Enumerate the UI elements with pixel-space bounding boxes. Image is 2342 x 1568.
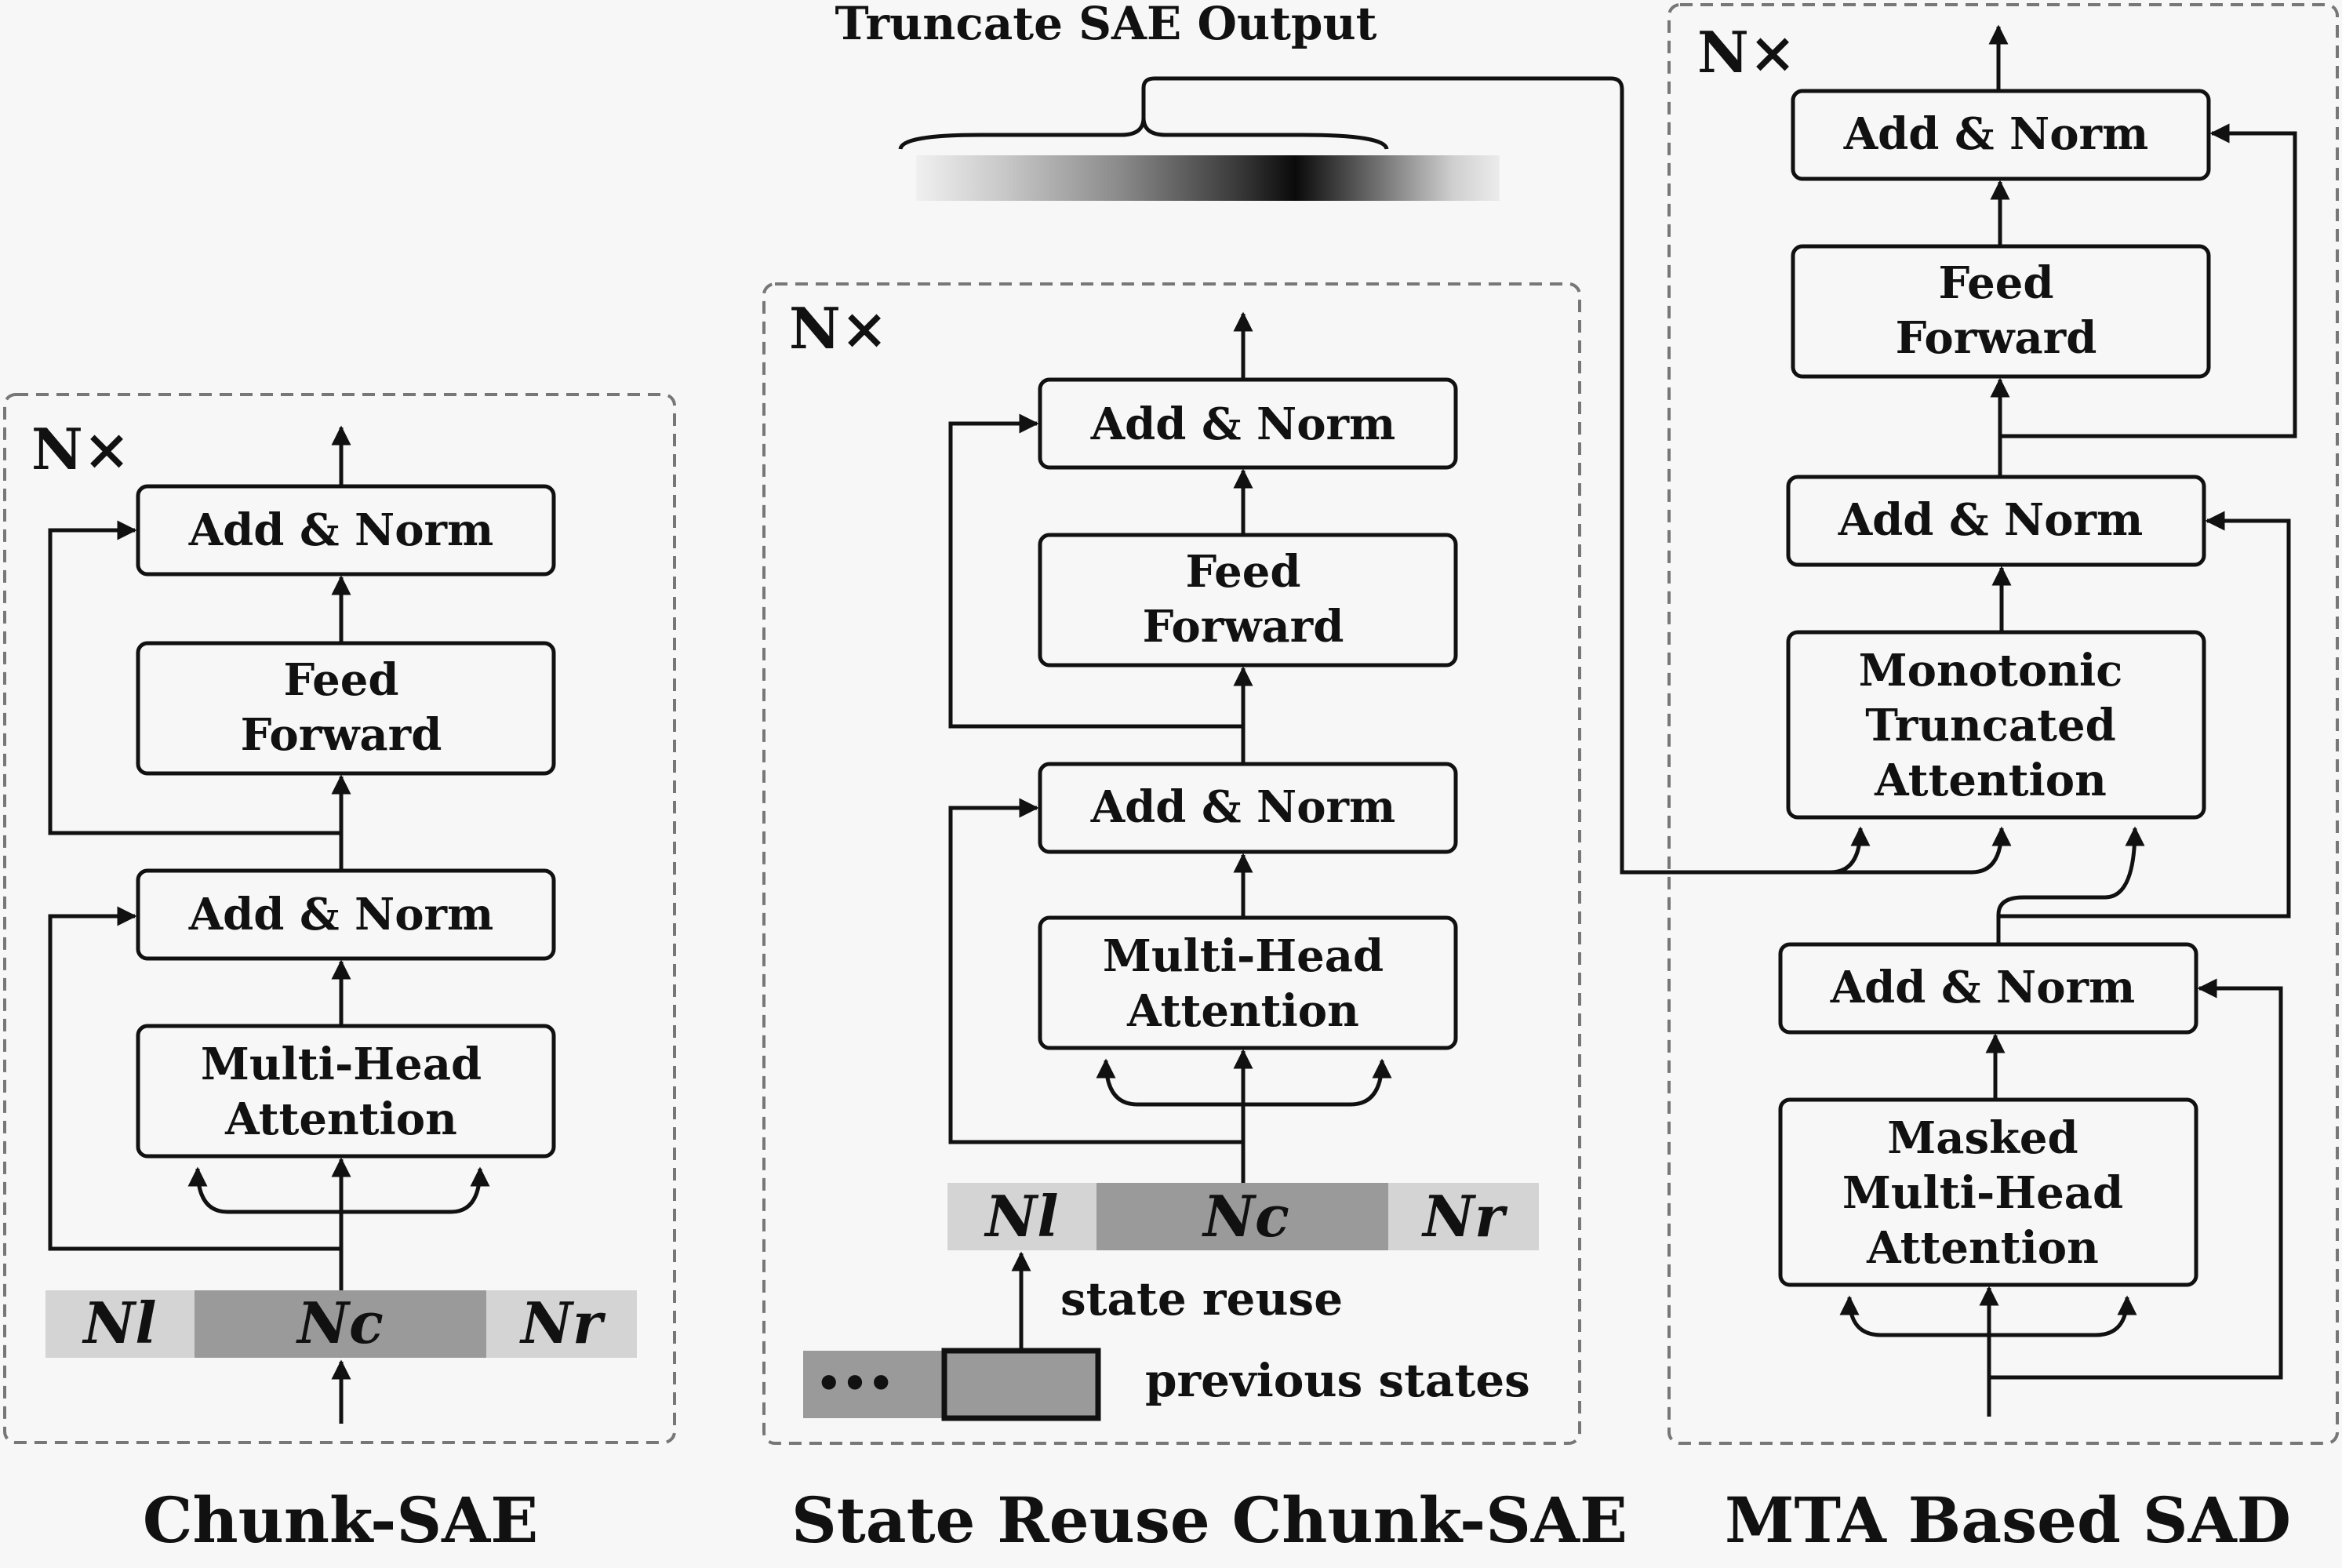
truncate-sae-output-title: Truncate SAE Output	[835, 0, 1377, 50]
state-reuse-ff-line1: Feed	[1185, 546, 1300, 598]
mta-sad-masked-line2: Multi-Head	[1842, 1167, 2123, 1219]
truncate-brace	[898, 117, 1389, 150]
mta-sad-input-q	[1839, 1295, 1989, 1337]
previous-states-block-ellipsis	[803, 1351, 943, 1418]
mta-sad-mta-line1: Monotonic	[1859, 645, 2123, 697]
state-reuse-residual-bottom	[948, 798, 1243, 1144]
state-reuse-mha-line2: Attention	[1126, 985, 1359, 1037]
mta-sad-add-norm-mid-label: Add & Norm	[1838, 494, 2144, 546]
state-reuse-input-q	[1096, 1058, 1243, 1107]
state-reuse-repeat-label: N×	[789, 295, 888, 362]
chunk-sae-add-norm-top-label: Add & Norm	[188, 504, 494, 556]
mta-sad-add-norm-top-label: Add & Norm	[1843, 108, 2149, 160]
chunk-sae-mha-line2: Attention	[224, 1093, 457, 1145]
mta-sad-feed-forward	[1791, 244, 2211, 379]
mta-sad-add-norm-bottom-label: Add & Norm	[1830, 962, 2136, 1013]
chunk-sae-segment-center	[195, 1290, 486, 1358]
state-reuse-add-norm-top-label: Add & Norm	[1090, 398, 1396, 450]
mta-sad-query-input	[1996, 826, 2145, 944]
chunk-sae-multi-head-attention	[136, 1024, 556, 1159]
mta-sad-add-norm-top	[1791, 89, 2211, 181]
state-reuse-feed-forward	[1038, 533, 1458, 668]
mta-sad-residual-top	[2000, 123, 2297, 438]
state-reuse-nr-label: Nr	[1421, 1183, 1508, 1250]
mta-sad-repeat-label: N×	[1697, 19, 1796, 85]
mta-sad-frame	[1667, 3, 2339, 1445]
state-reuse-add-norm-bottom	[1038, 762, 1458, 854]
previous-states-ellipsis: •••	[816, 1360, 894, 1408]
state-reuse-mha-line1: Multi-Head	[1103, 930, 1384, 982]
state-reuse-segment-center	[1096, 1183, 1388, 1250]
chunk-sae-panel: N× Add & Norm Feed Forward Add & Norm Mu…	[3, 393, 676, 1557]
mta-sad-panel: N× Add & Norm Feed Forward Add & Norm Mo…	[1141, 3, 2339, 1557]
chunk-sae-nr-label: Nr	[519, 1290, 606, 1356]
state-reuse-label: state reuse	[1060, 1272, 1343, 1326]
chunk-sae-nc-label: Nc	[296, 1290, 384, 1356]
state-reuse-input-k	[1243, 1058, 1392, 1107]
previous-state-block	[941, 1348, 1101, 1421]
state-reuse-frame	[762, 282, 1581, 1445]
chunk-sae-input-q	[187, 1166, 341, 1214]
mta-sad-masked-line3: Attention	[1866, 1222, 2099, 1274]
mta-sad-caption: MTA Based SAD	[1725, 1483, 2291, 1557]
mta-sad-ff-line1: Feed	[1938, 257, 2053, 309]
state-reuse-segment-right	[1388, 1183, 1539, 1250]
sae-output-to-mta-key	[1141, 76, 1871, 875]
mta-sad-residual-mid	[1998, 511, 2291, 919]
mta-sad-add-norm-bottom	[1778, 942, 2198, 1035]
state-reuse-add-norm-top	[1038, 377, 1458, 470]
state-reuse-nl-label: Nl	[984, 1183, 1058, 1250]
mta-sad-residual-bottom	[1989, 978, 2283, 1380]
state-reuse-multi-head-attention	[1038, 915, 1458, 1050]
mta-sad-masked-multi-head-attention	[1778, 1097, 2198, 1287]
sae-output-bar	[916, 155, 1500, 201]
chunk-sae-ff-line2: Forward	[241, 709, 442, 761]
chunk-sae-add-norm-bottom	[136, 868, 556, 961]
state-reuse-caption: State Reuse Chunk-SAE	[791, 1483, 1627, 1557]
chunk-sae-repeat-label: N×	[31, 416, 130, 482]
state-reuse-segment-left	[947, 1183, 1096, 1250]
mta-sad-add-norm-mid	[1786, 475, 2206, 567]
sae-output-to-mta-value	[1831, 826, 2012, 875]
mta-sad-monotonic-truncated-attention	[1786, 630, 2206, 820]
chunk-sae-residual-top	[48, 520, 341, 835]
chunk-sae-segment-right	[486, 1290, 637, 1358]
state-reuse-add-norm-bottom-label: Add & Norm	[1090, 781, 1396, 833]
chunk-sae-mha-line1: Multi-Head	[201, 1039, 482, 1090]
chunk-sae-input-k	[341, 1166, 490, 1214]
mta-sad-masked-line1: Masked	[1887, 1112, 2078, 1164]
chunk-sae-add-norm-top	[136, 484, 556, 577]
mta-sad-mta-line3: Attention	[1874, 755, 2107, 806]
chunk-sae-frame	[3, 393, 676, 1444]
mta-sad-input-k	[1989, 1295, 2137, 1337]
previous-states-label: previous states	[1145, 1354, 1530, 1407]
chunk-sae-add-norm-bottom-label: Add & Norm	[188, 889, 494, 940]
state-reuse-residual-top	[948, 413, 1243, 729]
mta-sad-ff-line2: Forward	[1896, 312, 2097, 364]
state-reuse-panel: Truncate SAE Output N× Add & Norm Feed F…	[762, 0, 1627, 1557]
chunk-sae-feed-forward	[136, 641, 556, 776]
state-reuse-ff-line2: Forward	[1143, 601, 1344, 653]
chunk-sae-ff-line1: Feed	[283, 654, 398, 706]
state-reuse-nc-label: Nc	[1202, 1183, 1289, 1250]
mta-sad-mta-line2: Truncated	[1865, 700, 2116, 751]
chunk-sae-caption: Chunk-SAE	[143, 1483, 538, 1557]
chunk-sae-segment-left	[45, 1290, 195, 1358]
chunk-sae-nl-label: Nl	[82, 1290, 156, 1356]
chunk-sae-residual-bottom	[48, 906, 341, 1251]
